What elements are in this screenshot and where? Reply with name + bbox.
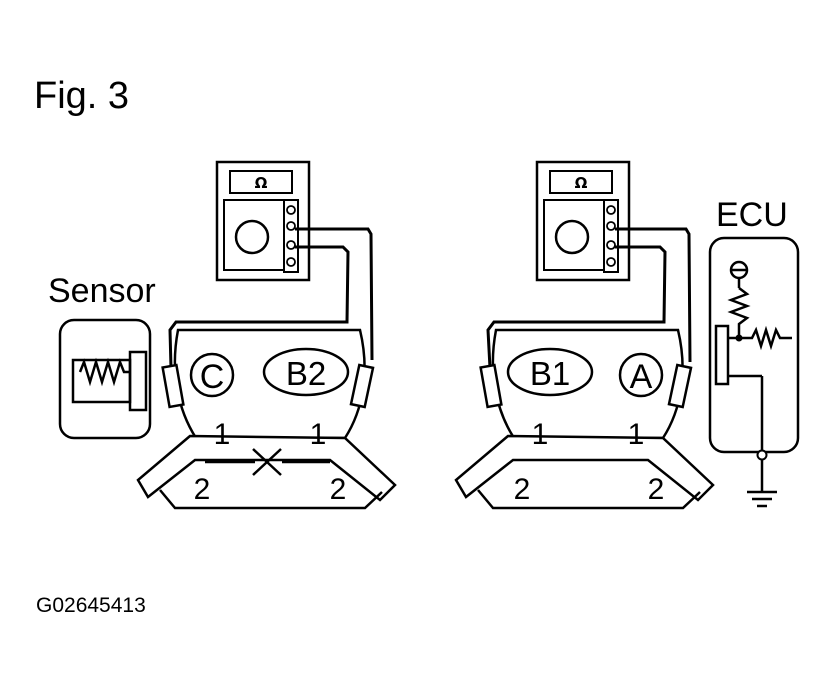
pin-number: 1 (532, 418, 549, 451)
figure-title: Fig. 3 (34, 75, 129, 117)
test-lead (168, 227, 374, 369)
figure-code: G02645413 (36, 594, 146, 617)
meter-jack (286, 205, 296, 215)
ohmmeter-right (535, 160, 631, 282)
resistor-symbol (727, 287, 751, 338)
meter-jack (286, 221, 296, 231)
pin-number: 1 (214, 418, 231, 451)
pin-number: 2 (648, 473, 665, 506)
pin-number: 2 (194, 473, 211, 506)
connector-badge: A (630, 358, 653, 396)
badge-circle (618, 352, 664, 398)
connector-badge: B1 (530, 355, 570, 392)
badge-oval (506, 347, 594, 397)
sensor-box (58, 318, 152, 440)
test-lead (486, 227, 692, 369)
meter-jack (606, 221, 616, 231)
pin-number: 2 (514, 473, 531, 506)
sensor-label: Sensor (48, 272, 156, 310)
pin-number: 1 (628, 418, 645, 451)
connector-left (136, 328, 397, 510)
junction-dot (735, 334, 743, 342)
pin-number: 1 (310, 418, 327, 451)
meter-jack (606, 240, 616, 250)
ecu-label: ECU (716, 196, 788, 234)
meter-jack (286, 240, 296, 250)
resistor-symbol (78, 357, 130, 387)
pin-number: 2 (330, 473, 347, 506)
connector-badge: C (200, 358, 225, 396)
meter-dial (234, 219, 270, 255)
resistor-symbol (739, 325, 792, 351)
connector-badge: B2 (286, 355, 326, 392)
ohm-symbol: Ω (255, 174, 268, 192)
connector-right (454, 328, 715, 510)
badge-circle (189, 352, 235, 398)
ohmmeter-left (215, 160, 311, 282)
badge-oval (262, 347, 350, 397)
ohm-symbol: Ω (575, 174, 588, 192)
meter-jack (606, 205, 616, 215)
ecu-box (708, 236, 800, 508)
open-circuit-mark (252, 448, 282, 476)
meter-jack (286, 257, 296, 267)
meter-jack (606, 257, 616, 267)
meter-dial (554, 219, 590, 255)
ecu-terminal-icon (756, 449, 768, 461)
